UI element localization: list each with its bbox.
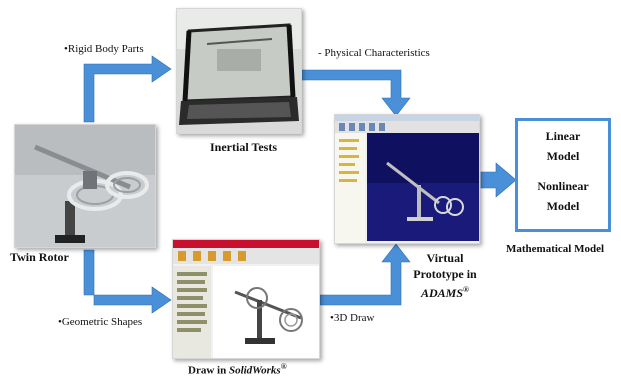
- adams-registered-mark: ®: [463, 285, 469, 294]
- 3d-draw-label: •3D Draw: [330, 312, 375, 324]
- mathematical-model-label: Mathematical Model: [506, 243, 605, 255]
- rigid-body-label: •Rigid Body Parts: [64, 43, 144, 55]
- draw-in-text: Draw in: [188, 364, 229, 377]
- solidworks-text: SolidWorks: [228, 364, 281, 377]
- adams-screenshot: [334, 114, 480, 244]
- virtual-prototype-caption: Virtual Prototype in ADAMS®: [410, 250, 480, 301]
- inertial-test-photo: [176, 8, 302, 134]
- solidworks-caption: Draw in SolidWorks®: [188, 362, 287, 377]
- linear-model-text: Model: [546, 149, 580, 163]
- geometric-shapes-label: •Geometric Shapes: [58, 316, 143, 328]
- linear-text: Linear: [545, 129, 581, 143]
- nonlinear-text: Nonlinear: [537, 179, 589, 193]
- arrow-solidworks-to-virtual: [319, 243, 411, 306]
- nonlinear-model-text: Model: [546, 199, 580, 213]
- twin-rotor-photo: [14, 124, 156, 248]
- solidworks-screenshot: [172, 239, 320, 359]
- mathematical-model-box: Linear Model Nonlinear Model: [515, 118, 611, 232]
- arrow-inertial-to-virtual: [301, 69, 411, 117]
- prototype-in-text: Prototype in: [413, 267, 477, 281]
- arrow-virtual-to-model: [480, 162, 517, 198]
- virtual-text: Virtual: [426, 251, 464, 265]
- registered-mark: ®: [280, 362, 287, 371]
- adams-text: ADAMS: [420, 286, 464, 300]
- physical-characteristics-label: - Physical Characteristics: [318, 47, 430, 59]
- twin-rotor-label: Twin Rotor: [10, 250, 69, 264]
- inertial-tests-label: Inertial Tests: [210, 140, 278, 154]
- arrow-rotor-to-inertial: [83, 55, 172, 123]
- arrow-rotor-to-solidworks: [83, 249, 172, 314]
